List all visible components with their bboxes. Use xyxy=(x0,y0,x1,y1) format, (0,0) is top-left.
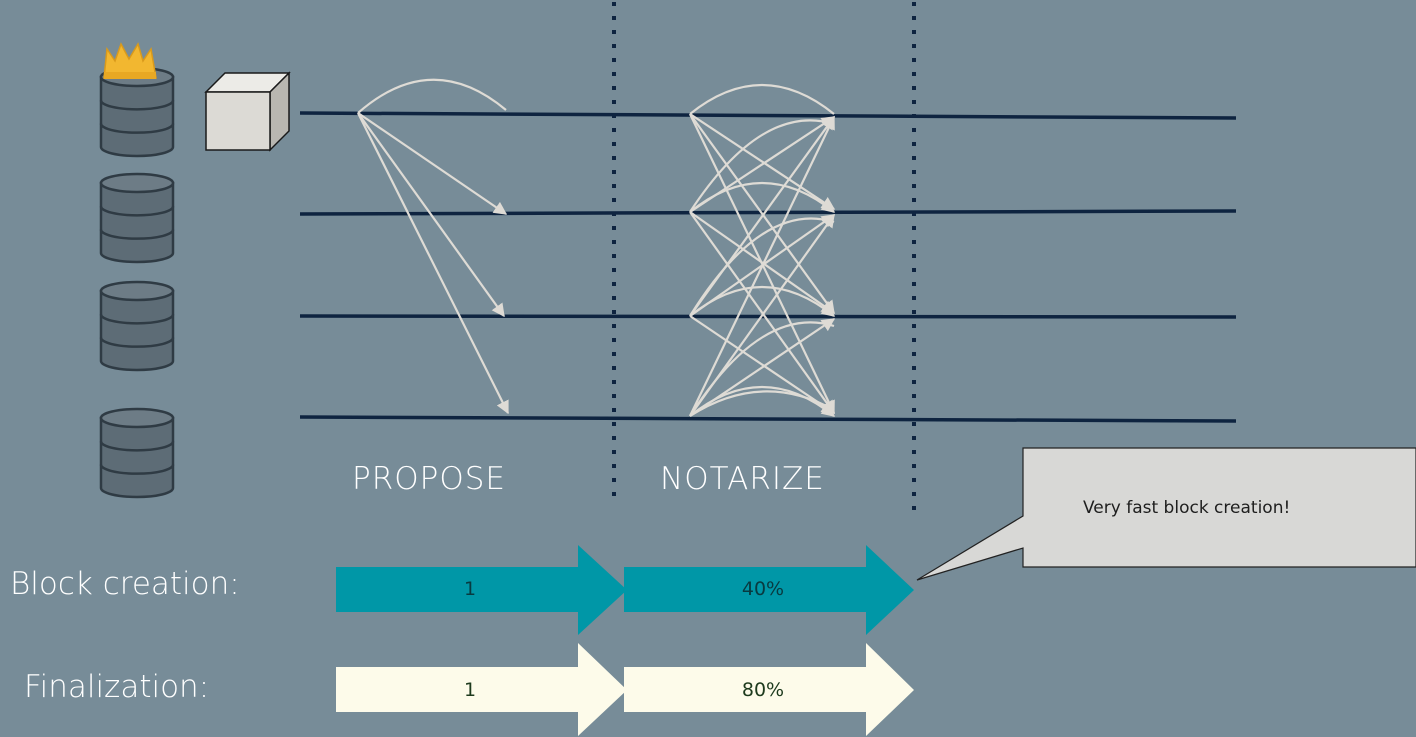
block-creation-step-1 xyxy=(336,545,627,635)
message-arrow xyxy=(689,113,836,210)
message-arrow xyxy=(357,112,509,415)
message-arrow xyxy=(357,78,507,114)
message-arrow xyxy=(689,181,836,213)
message-arrow xyxy=(357,112,505,318)
message-arrow xyxy=(689,385,836,417)
block-creation-step-2 xyxy=(624,545,914,635)
cube-icon xyxy=(204,71,291,152)
row-label-finalization: Finalization: xyxy=(24,669,210,705)
message-arrow xyxy=(689,217,835,317)
message-arrow xyxy=(689,390,835,417)
timeline-node-4 xyxy=(299,415,1237,423)
message-arrow xyxy=(689,113,835,315)
finalization-step-2 xyxy=(624,643,914,736)
finalization-step-2-label: 80% xyxy=(741,679,785,701)
message-arrow xyxy=(689,315,836,414)
block-creation-track xyxy=(336,545,914,635)
nodes xyxy=(99,66,175,499)
callout-text: Very fast block creation! xyxy=(1083,498,1291,518)
database-icon xyxy=(99,280,175,372)
database-icon xyxy=(99,172,175,264)
message-arrow xyxy=(689,285,836,317)
finalization-step-1-label: 1 xyxy=(463,679,477,701)
message-arrow xyxy=(689,83,835,115)
message-arrow xyxy=(689,211,836,314)
database-icon xyxy=(99,66,175,158)
message-arrow xyxy=(689,321,835,417)
row-label-block-creation: Block creation: xyxy=(10,566,240,602)
finalization-track xyxy=(336,643,914,736)
block-creation-step-2-label: 40% xyxy=(741,578,785,600)
database-icon xyxy=(99,407,175,499)
phase-label-propose: PROPOSE xyxy=(352,461,506,497)
phase-label-notarize: NOTARIZE xyxy=(660,461,825,497)
timeline-node-2 xyxy=(299,209,1237,216)
message-arrow xyxy=(689,119,835,213)
callout-bubble xyxy=(916,447,1416,581)
message-arrow xyxy=(689,211,835,415)
finalization-step-1 xyxy=(336,643,627,736)
timeline-node-3 xyxy=(299,314,1237,319)
message-arrows xyxy=(357,78,836,417)
crown-icon xyxy=(103,42,157,79)
message-arrow xyxy=(357,112,508,215)
timeline-node-1 xyxy=(299,111,1237,120)
timelines xyxy=(299,111,1237,423)
block-creation-step-1-label: 1 xyxy=(463,578,477,600)
message-arrow xyxy=(689,115,835,417)
